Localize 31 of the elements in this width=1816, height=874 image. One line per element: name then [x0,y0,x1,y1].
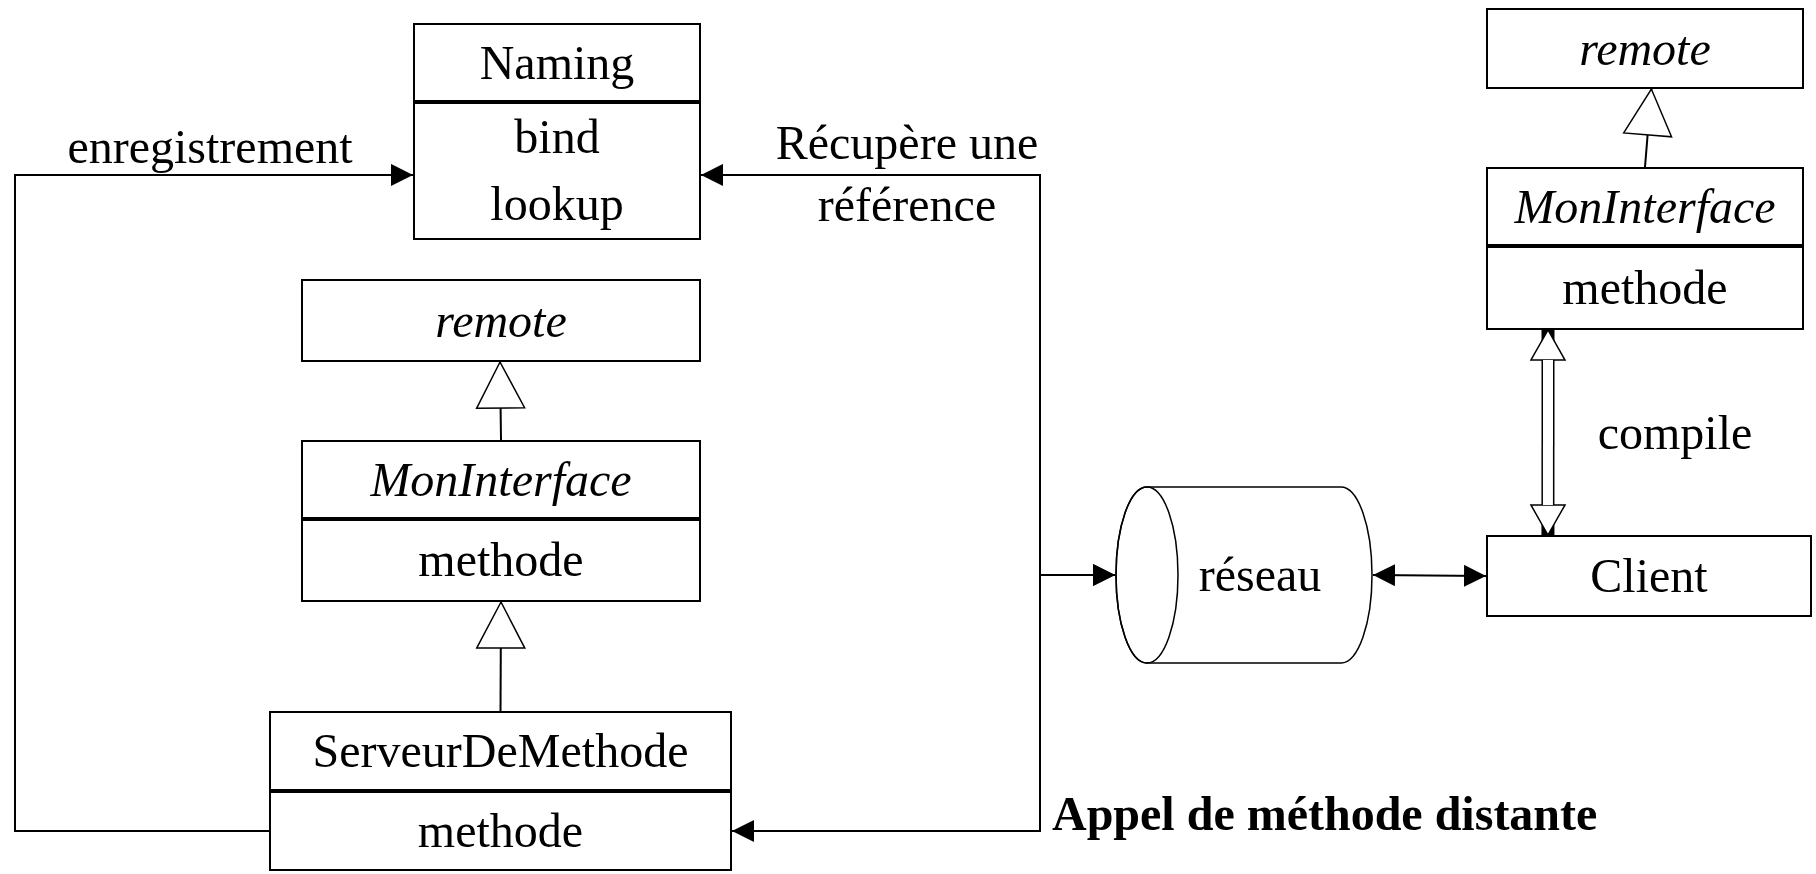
class-box [413,23,701,240]
edge-label: Récupère une référence [774,115,1040,233]
arrow [1372,564,1487,587]
class-name: remote [435,296,567,345]
caption: Appel de méthode distante [1052,790,1598,838]
inheritance-arrow [476,601,526,712]
class-name: Client [1590,552,1708,600]
class-box [1486,535,1812,617]
method-name: methode [418,534,584,587]
method-name: bind [514,111,600,164]
class-name: Naming [479,38,635,87]
class-box [301,440,701,602]
method-name: methode [417,804,584,858]
edge-label: compile [1596,405,1754,461]
class-box [1486,167,1804,330]
class-name: ServeurDeMethode [312,727,689,775]
node-label: réseau [1197,551,1322,599]
double-arrow [1530,329,1566,536]
edge-label: enregistrement [66,119,354,175]
class-box [301,279,701,362]
arrow [731,564,1116,842]
class-name: remote [1579,24,1711,73]
class-box [1486,8,1804,89]
method-name: lookup [490,178,624,231]
inheritance-arrow [1622,88,1673,168]
class-name: MonInterface [370,455,632,504]
inheritance-arrow [475,361,526,441]
method-name: methode [1562,261,1728,315]
arrow [14,163,414,832]
class-box [269,711,732,871]
class-name: MonInterface [1514,182,1776,231]
